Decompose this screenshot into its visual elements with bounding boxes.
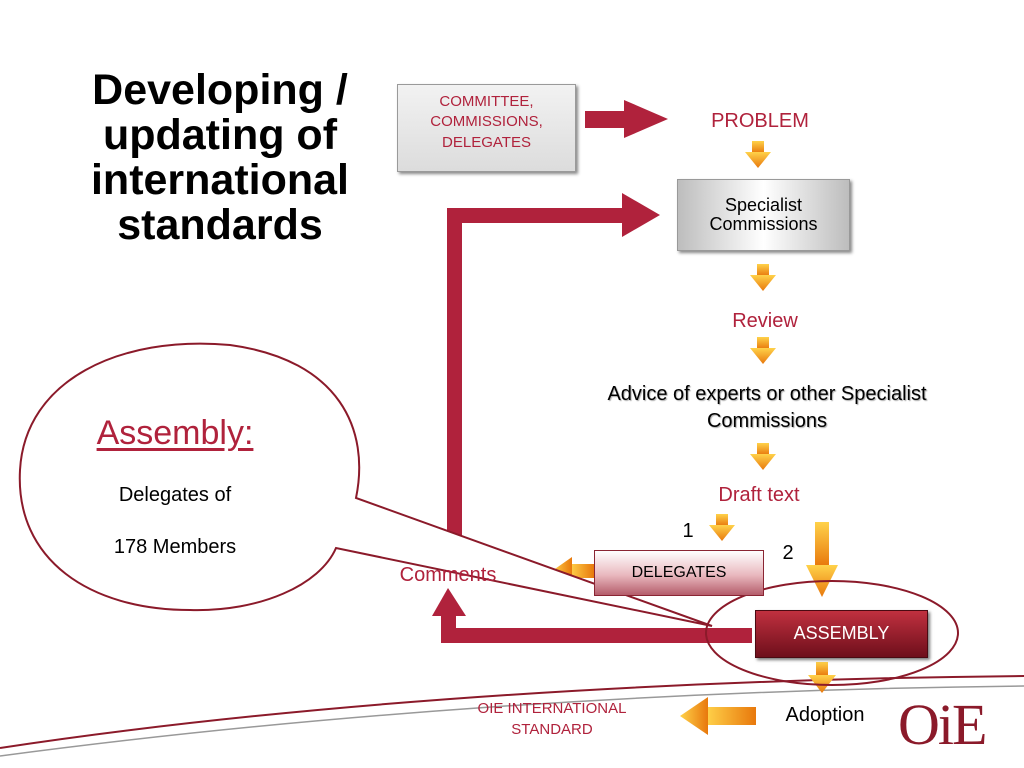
step-1-label: 1 <box>682 520 694 542</box>
footer-swoosh-grey <box>0 685 1024 757</box>
footer-swoosh <box>0 675 1024 749</box>
callout-line-1: Delegates of <box>118 484 232 506</box>
advice-line-1: Advice of experts or other Specialist <box>607 383 927 405</box>
specialist-commissions-box: Specialist Commissions <box>677 179 850 251</box>
step-2-label: 2 <box>782 542 794 564</box>
draft-text-label: Draft text <box>718 484 800 506</box>
oie-logo: OiE <box>898 690 1018 760</box>
arrow-assembly-to-adoption <box>808 662 836 693</box>
arrow-draft-to-delegates <box>709 514 735 541</box>
oie-standard-label: OIE INTERNATIONAL STANDARD <box>452 698 652 740</box>
arrow-assembly-to-comments <box>432 588 752 643</box>
page-title: Developing / updating of international s… <box>40 66 400 250</box>
specialist-line-2: Commissions <box>709 213 818 234</box>
title-line-2: updating of <box>102 111 338 160</box>
standard-line-1: OIE INTERNATIONAL <box>477 700 627 717</box>
arrow-draft-to-assembly <box>806 522 838 597</box>
title-line-1: Developing / <box>92 66 348 114</box>
arrow-review-to-advice <box>750 337 776 364</box>
adoption-label: Adoption <box>785 704 865 726</box>
assembly-highlight-ring <box>705 580 959 686</box>
title-line-3: international <box>90 156 350 205</box>
committee-line-2: COMMISSIONS, <box>430 113 543 131</box>
committee-box: COMMITTEE, COMMISSIONS, DELEGATES <box>397 84 576 172</box>
advice-label: Advice of experts or other Specialist Co… <box>560 381 974 435</box>
review-label: Review <box>732 310 798 332</box>
problem-label: PROBLEM <box>711 110 809 132</box>
callout-line-2: 178 Members <box>113 536 237 558</box>
standard-line-2: STANDARD <box>511 721 593 738</box>
committee-line-1: COMMITTEE, <box>439 93 534 110</box>
arrow-problem-to-specialist <box>745 141 771 168</box>
committee-line-3: DELEGATES <box>442 133 531 151</box>
assembly-callout-bubble <box>18 342 713 627</box>
delegates-box: DELEGATES <box>594 550 764 596</box>
title-line-4: standards <box>117 201 323 250</box>
arrow-advice-to-draft <box>750 443 776 470</box>
arrow-adoption-to-standard <box>680 697 756 735</box>
callout-heading: Assembly: <box>96 414 254 452</box>
arrow-comments-to-specialist <box>447 193 660 560</box>
arrow-specialist-to-review <box>750 264 776 291</box>
advice-line-2: Commissions <box>706 410 828 432</box>
assembly-box: ASSEMBLY <box>755 610 928 658</box>
comments-label: Comments <box>399 564 497 586</box>
oie-logo-text: OiE <box>898 692 987 757</box>
arrow-committee-to-problem <box>585 100 668 138</box>
specialist-line-1: Specialist <box>724 195 803 215</box>
